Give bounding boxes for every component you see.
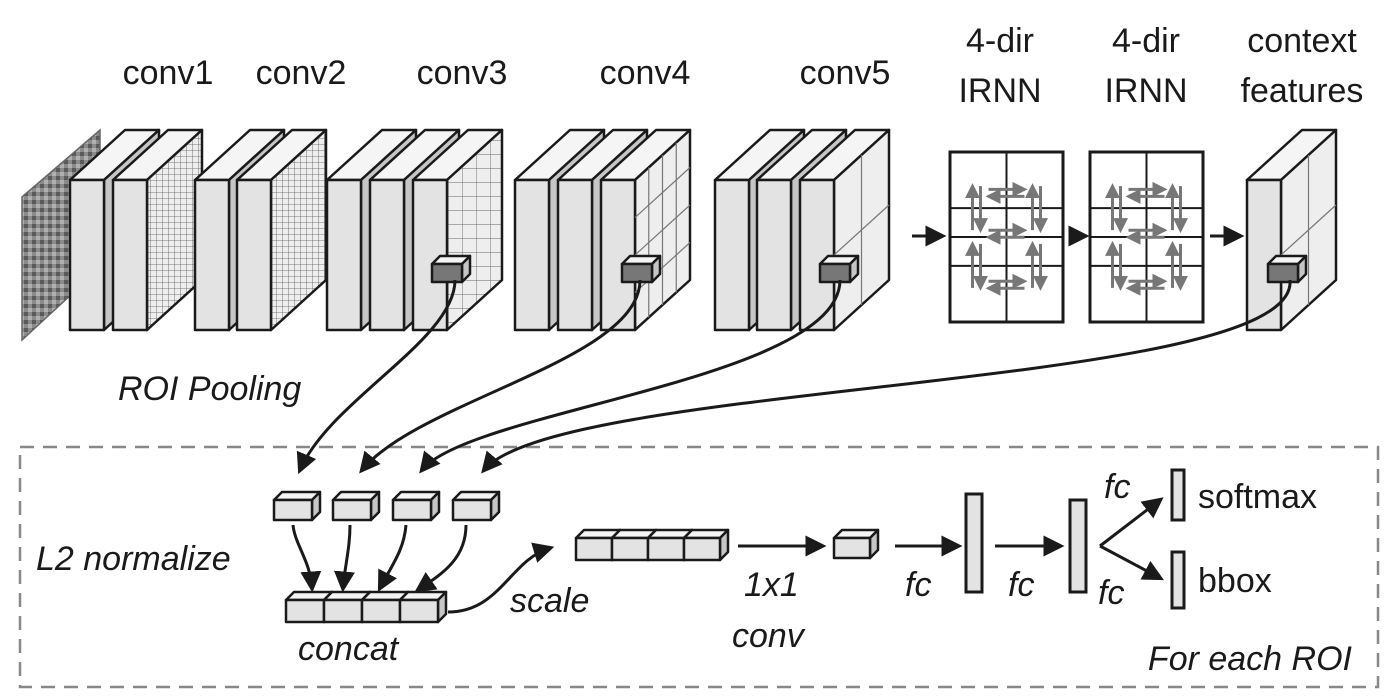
- pooled-cube-1: [272, 490, 322, 522]
- label-irnn2-line1: 4-dir: [1112, 22, 1180, 60]
- pooled-cube-2: [331, 490, 381, 522]
- arrow-norm-3: [377, 524, 408, 592]
- conv1x1-output-cube: [832, 528, 880, 560]
- label-conv4: conv4: [600, 54, 691, 92]
- label-irnn1-line2: IRNN: [958, 72, 1041, 110]
- label-conv: conv: [732, 617, 806, 655]
- arrow-conv4-to-roi: [359, 279, 642, 474]
- slab-conv1-b: [111, 128, 204, 332]
- label-fc-1: fc: [905, 566, 931, 604]
- slab-conv2-b: [235, 128, 328, 332]
- label-concat: concat: [298, 630, 400, 668]
- fc-bar-2: [1068, 498, 1088, 594]
- label-for-each-roi: For each ROI: [1148, 640, 1353, 678]
- label-conv1: conv1: [123, 54, 214, 92]
- label-l2-normalize: L2 normalize: [36, 540, 231, 578]
- label-context-line2: features: [1241, 72, 1364, 110]
- label-fc-3: fc: [1104, 468, 1130, 506]
- label-1x1: 1x1: [744, 566, 799, 604]
- pooled-features: [272, 490, 880, 624]
- arrow-fc-bbox: [1099, 544, 1164, 581]
- label-conv3: conv3: [417, 54, 508, 92]
- irnn-panel-1: [948, 150, 1065, 324]
- label-roi-pooling: ROI Pooling: [118, 370, 301, 408]
- label-softmax: softmax: [1198, 478, 1317, 516]
- fc-bar-1: [964, 492, 984, 594]
- irnn-panels: [948, 150, 1205, 324]
- pooled-cube-3: [391, 490, 441, 522]
- fc-bars: [964, 468, 1186, 610]
- concat-cell: [398, 590, 448, 624]
- roi-head-dashed-box: [18, 445, 1380, 689]
- roi-cube-conv5: [818, 254, 860, 284]
- labels: conv1 conv2 conv3 conv4 conv5 4-dir IRNN…: [36, 22, 1363, 678]
- slab-grid-lines: [634, 142, 1337, 318]
- arrow-scale: [447, 542, 555, 614]
- grid-conv4: [634, 142, 691, 318]
- softmax-bar: [1170, 468, 1186, 522]
- arrow-conv3-to-roi: [296, 279, 457, 475]
- roi-cubes: [430, 254, 1308, 284]
- label-scale: scale: [510, 582, 589, 620]
- arrow-norm-2: [333, 524, 355, 593]
- arrow-context-to-roi: [481, 279, 1292, 474]
- grid-conv5: [833, 155, 890, 305]
- arrow-conv5-to-roi: [419, 279, 842, 474]
- label-irnn2-line2: IRNN: [1104, 72, 1187, 110]
- feature-map-slabs: [68, 128, 1338, 332]
- label-irnn1-line1: 4-dir: [966, 22, 1034, 60]
- roi-cube-conv3: [430, 254, 472, 284]
- arrow-norm-4: [414, 524, 468, 593]
- scaled-cell: [682, 528, 730, 562]
- concat-cell: [322, 590, 372, 624]
- label-fc-2: fc: [1008, 566, 1034, 604]
- roi-cube-context: [1266, 254, 1308, 284]
- pooled-cube-4: [451, 490, 501, 522]
- roi-cube-conv4: [620, 254, 662, 284]
- arrow-norm-1: [291, 524, 322, 593]
- slab-context: [1245, 128, 1338, 332]
- label-fc-4: fc: [1098, 574, 1124, 612]
- concat-bar: [284, 590, 448, 624]
- arrow-fc-softmax: [1099, 497, 1164, 548]
- scaled-bar: [574, 528, 730, 562]
- label-conv5: conv5: [800, 54, 891, 92]
- label-bbox: bbox: [1198, 562, 1272, 600]
- grid-context: [1280, 155, 1337, 305]
- irnn-panel-2: [1088, 150, 1205, 324]
- label-context-line1: context: [1247, 22, 1357, 60]
- arrows: [291, 225, 1292, 614]
- label-conv2: conv2: [256, 54, 347, 92]
- bbox-bar: [1170, 550, 1186, 610]
